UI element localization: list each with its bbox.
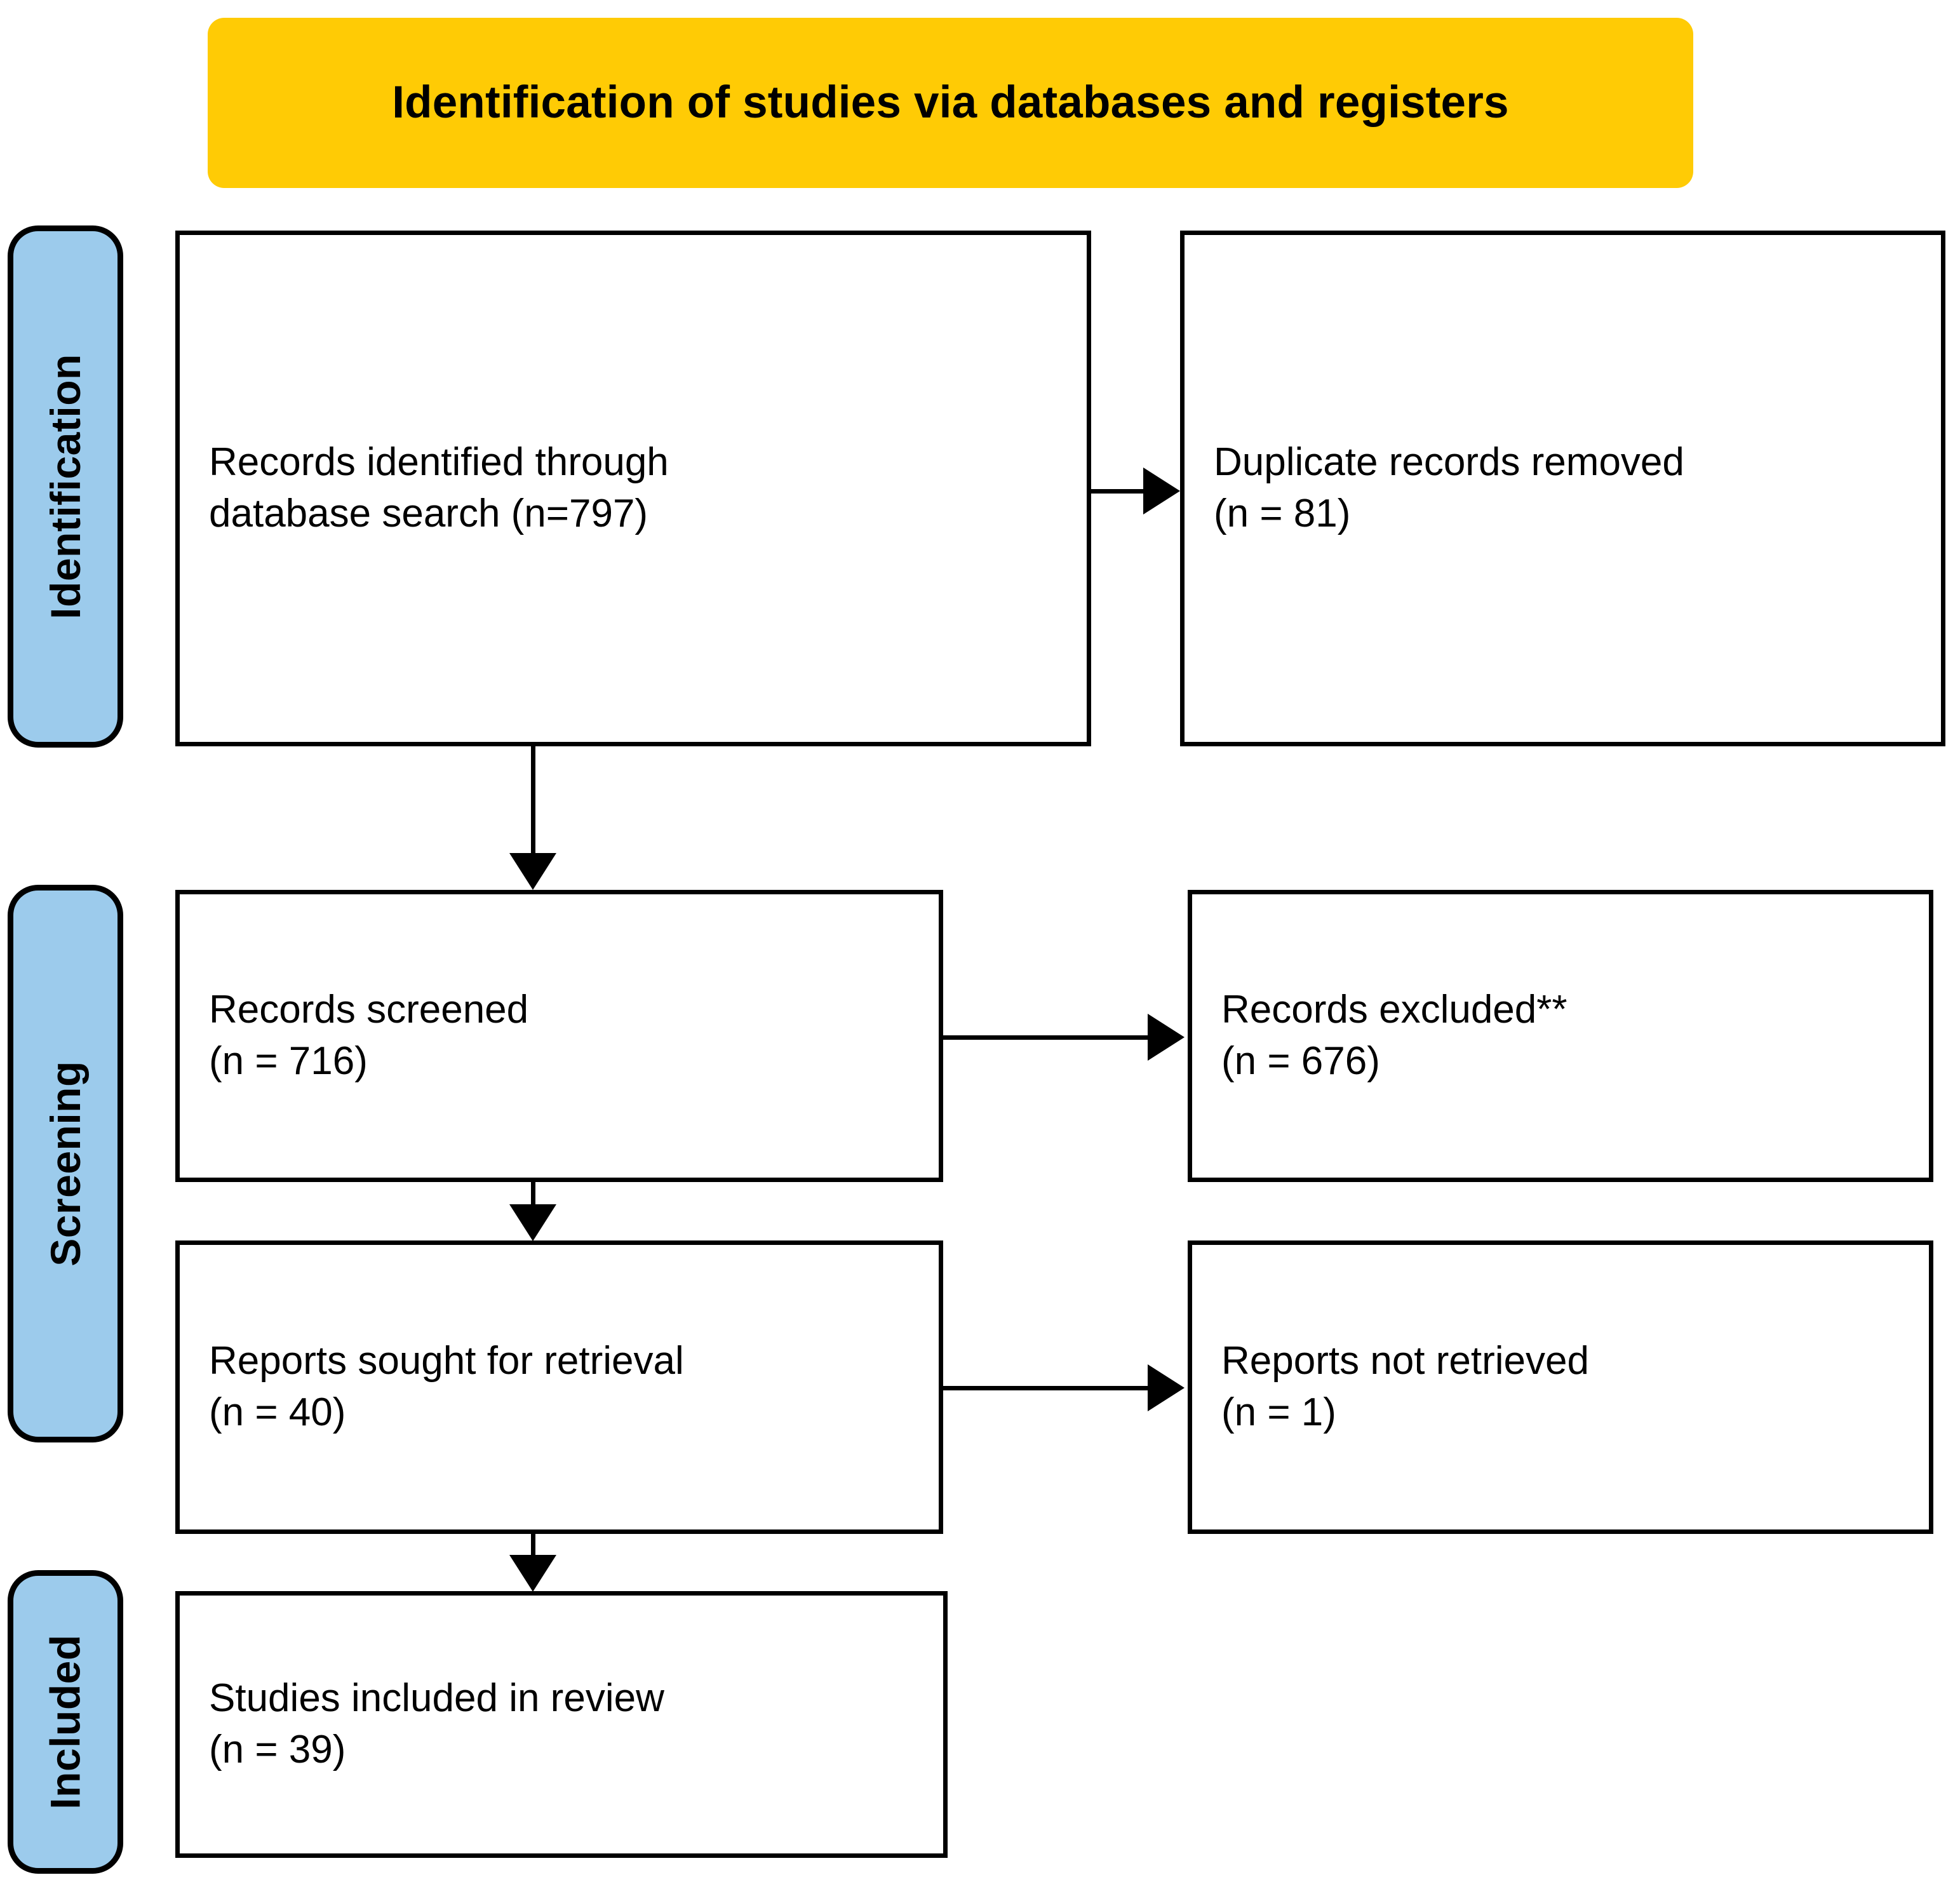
box-studies-included-line1: Studies included in review <box>209 1676 664 1721</box>
arrow-down-icon-identified-to-screened <box>509 746 557 891</box>
stage-tab-screening: Screening <box>8 885 123 1442</box>
arrow-head <box>1148 1364 1185 1411</box>
box-records-screened-line2: (n = 716) <box>209 1039 368 1083</box>
arrow-shaft <box>531 1182 535 1209</box>
box-records-screened: Records screened (n = 716) <box>175 890 943 1182</box>
stage-tab-included: Included <box>8 1570 123 1874</box>
arrow-head <box>1143 467 1180 514</box>
arrow-head <box>1148 1014 1185 1061</box>
box-records-screened-line1: Records screened <box>209 988 529 1032</box>
stage-tab-label-identification: Identification <box>42 354 90 619</box>
arrow-shaft <box>1091 489 1150 494</box>
box-duplicate-records-removed-line2: (n = 81) <box>1214 492 1351 535</box>
box-reports-not-retrieved-line1: Reports not retrieved <box>1221 1339 1589 1383</box>
arrow-down-icon-sought-to-included <box>509 1534 557 1592</box>
arrow-right-icon-sought-to-not-retrieved <box>943 1364 1188 1412</box>
box-studies-included-in-review: Studies included in review (n = 39) <box>175 1591 948 1858</box>
arrow-head <box>509 1555 556 1592</box>
box-records-excluded-line2: (n = 676) <box>1221 1039 1380 1083</box>
box-reports-sought-line1: Reports sought for retrieval <box>209 1339 684 1383</box>
box-records-excluded-line1: Records excluded** <box>1221 988 1567 1032</box>
box-reports-not-retrieved-line2: (n = 1) <box>1221 1390 1336 1434</box>
arrow-down-icon-screened-to-sought <box>509 1182 557 1242</box>
banner-title: Identification of studies via databases … <box>392 77 1509 128</box>
arrow-shaft <box>531 746 535 857</box>
box-reports-sought-for-retrieval: Reports sought for retrieval (n = 40) <box>175 1240 943 1534</box>
arrow-head <box>509 1204 556 1241</box>
stage-tab-label-included: Included <box>42 1634 90 1810</box>
box-records-identified: Records identified through database sear… <box>175 231 1091 746</box>
arrow-shaft <box>943 1035 1153 1040</box>
stage-tab-identification: Identification <box>8 225 123 748</box>
box-records-excluded: Records excluded** (n = 676) <box>1188 890 1933 1182</box>
stage-tab-label-screening: Screening <box>42 1061 90 1267</box>
diagram-banner: Identification of studies via databases … <box>208 18 1693 188</box>
box-duplicate-records-removed: Duplicate records removed (n = 81) <box>1180 231 1945 746</box>
box-duplicate-records-removed-line1: Duplicate records removed <box>1214 440 1684 485</box>
box-reports-sought-line2: (n = 40) <box>209 1390 346 1434</box>
arrow-shaft <box>943 1386 1153 1390</box>
arrow-shaft <box>531 1534 535 1559</box>
box-studies-included-line2: (n = 39) <box>209 1728 346 1771</box>
arrow-right-icon-identified-to-duplicates <box>1091 467 1180 515</box>
box-records-identified-line1: Records identified through <box>209 440 669 485</box>
arrow-right-icon-screened-to-excluded <box>943 1013 1188 1061</box>
arrow-head <box>509 853 556 890</box>
box-reports-not-retrieved: Reports not retrieved (n = 1) <box>1188 1240 1933 1534</box>
box-records-identified-line2: database search (n=797) <box>209 492 648 535</box>
